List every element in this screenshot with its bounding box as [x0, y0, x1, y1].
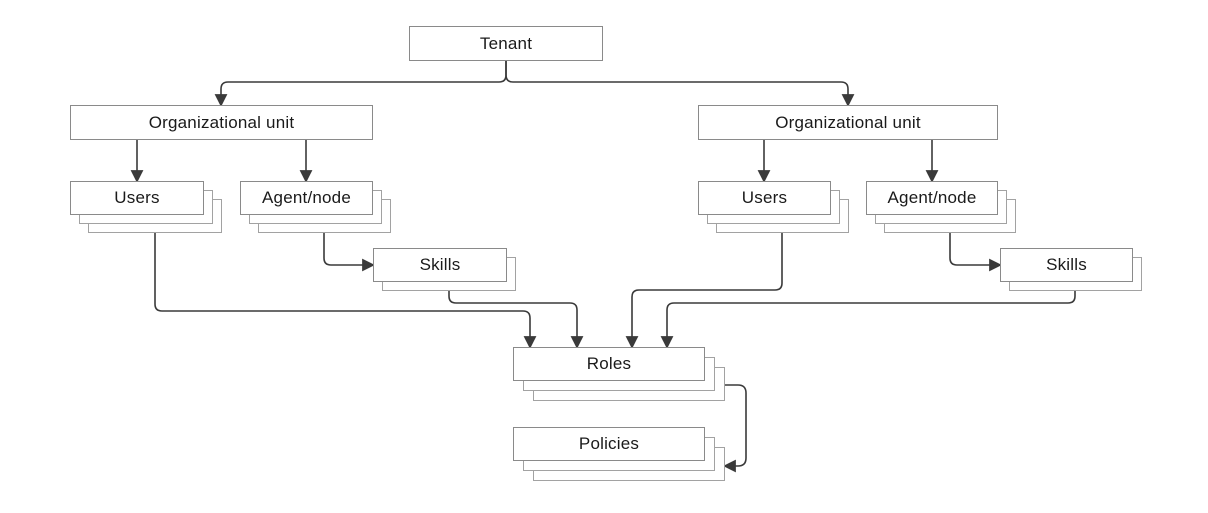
edge-skills-right-to-roles: [660, 291, 1076, 349]
node-roles: Roles: [513, 347, 725, 401]
edge-tenant-to-ou-right: [505, 61, 855, 107]
node-skills-left-label: Skills: [419, 255, 461, 274]
edge-agent-left-to-skills-left: [323, 233, 375, 272]
node-users-left: Users: [70, 181, 222, 233]
node-users-right-box: Users: [698, 181, 831, 215]
node-organizational-unit-left-box: Organizational unit: [70, 105, 373, 140]
node-organizational-unit-right-box: Organizational unit: [698, 105, 998, 140]
node-policies-box: Policies: [513, 427, 705, 461]
node-organizational-unit-right-label: Organizational unit: [775, 112, 921, 132]
node-users-left-box: Users: [70, 181, 204, 215]
node-roles-box: Roles: [513, 347, 705, 381]
edge-roles-to-policies: [723, 384, 747, 473]
edge-users-right-to-roles: [625, 233, 783, 349]
node-organizational-unit-left-label: Organizational unit: [148, 112, 295, 132]
node-agent-node-right-box: Agent/node: [866, 181, 998, 215]
node-tenant: Tenant: [409, 26, 603, 61]
node-organizational-unit-left: Organizational unit: [70, 105, 373, 140]
node-tenant-box: Tenant: [409, 26, 603, 61]
node-skills-right-label: Skills: [1046, 255, 1087, 274]
node-policies: Policies: [513, 427, 725, 481]
node-users-right: Users: [698, 181, 849, 233]
node-skills-right: Skills: [1000, 248, 1142, 291]
node-tenant-label: Tenant: [479, 33, 533, 53]
node-agent-node-left-box: Agent/node: [240, 181, 373, 215]
edge-tenant-to-ou-left: [214, 61, 507, 107]
node-users-left-label: Users: [114, 188, 160, 207]
edge-skills-left-to-roles: [448, 291, 584, 349]
node-skills-left-box: Skills: [373, 248, 507, 282]
node-agent-node-left: Agent/node: [240, 181, 391, 233]
edge-users-left-to-roles: [154, 233, 537, 349]
node-skills-left: Skills: [373, 248, 516, 291]
node-agent-node-right: Agent/node: [866, 181, 1016, 233]
node-skills-right-box: Skills: [1000, 248, 1133, 282]
edge-agent-right-to-skills-right: [949, 233, 1002, 272]
node-roles-label: Roles: [586, 354, 632, 373]
node-users-right-label: Users: [741, 188, 788, 207]
node-policies-label: Policies: [578, 434, 640, 453]
node-agent-node-left-label: Agent/node: [262, 188, 351, 207]
node-organizational-unit-right: Organizational unit: [698, 105, 998, 140]
node-agent-node-right-label: Agent/node: [887, 188, 977, 207]
